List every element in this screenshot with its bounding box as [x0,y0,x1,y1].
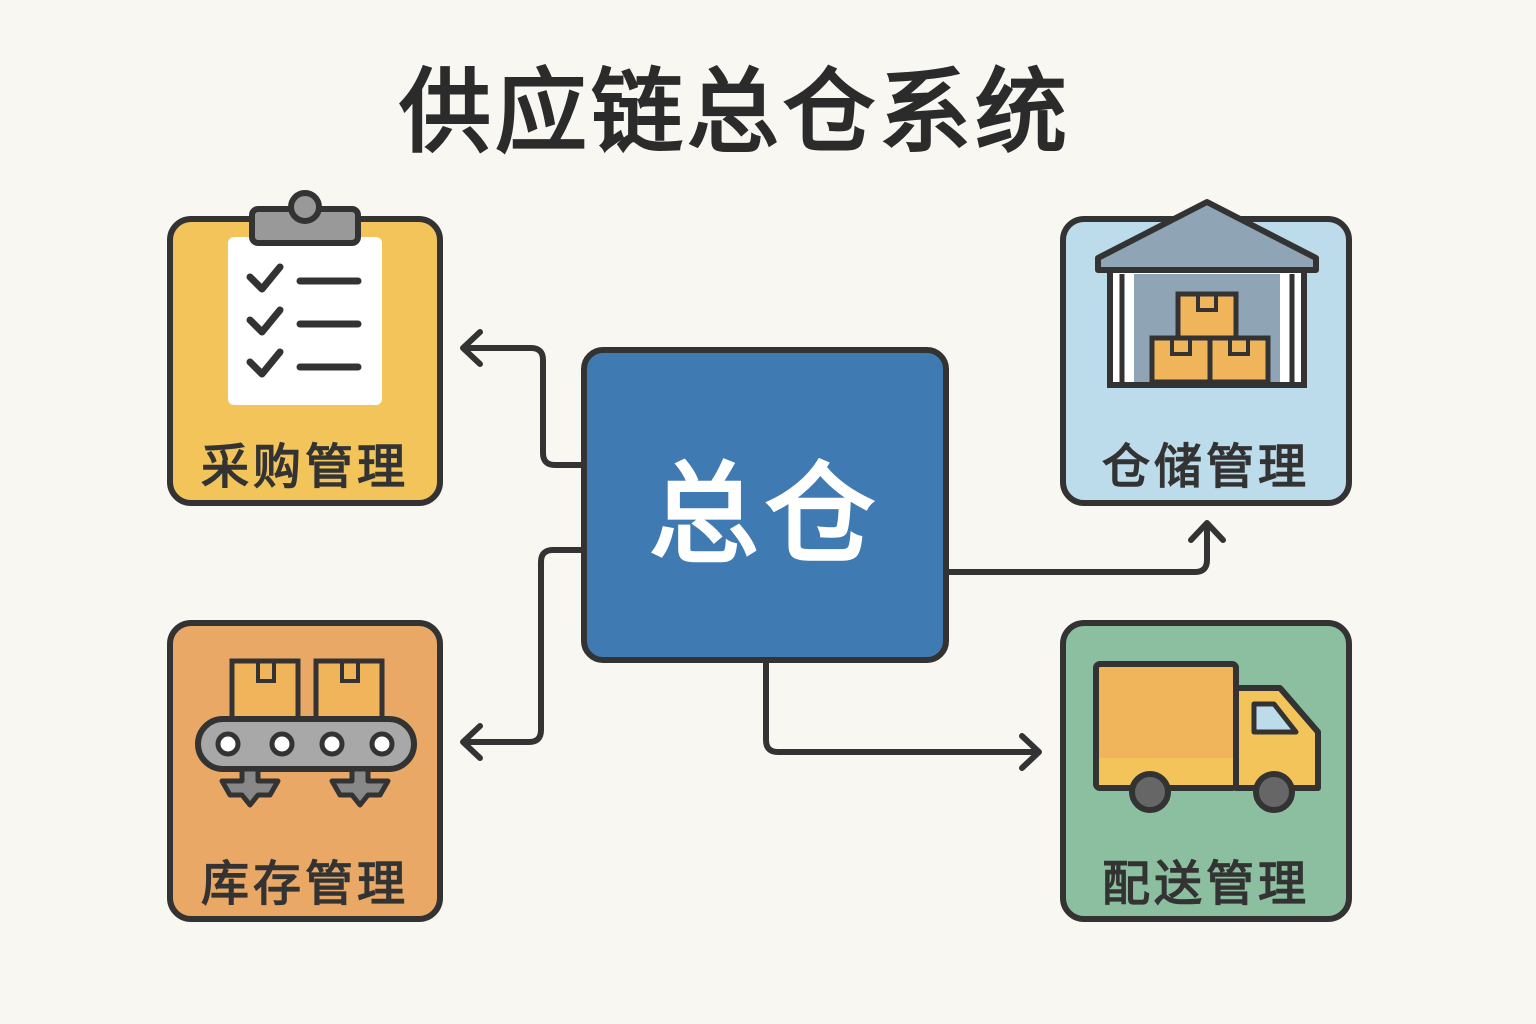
central-warehouse-node: 总仓 [581,347,949,663]
page-title: 供应链总仓系统 [398,59,1071,166]
conveyor-belt-icon [195,658,417,808]
clipboard-checklist-icon [228,190,382,405]
arrow-to-inventory [460,547,584,761]
central-warehouse-label: 总仓 [649,451,881,579]
delivery-truck-icon [1093,661,1321,813]
module-label: 配送管理 [1101,856,1310,912]
module-label: 库存管理 [200,856,409,912]
module-label: 仓储管理 [1101,439,1310,495]
arrow-to-delivery [763,660,1042,771]
arrow-to-warehousing [946,520,1226,575]
arrow-to-procurement [460,329,584,468]
module-label: 采购管理 [200,439,409,495]
warehouse-icon [1095,199,1319,388]
